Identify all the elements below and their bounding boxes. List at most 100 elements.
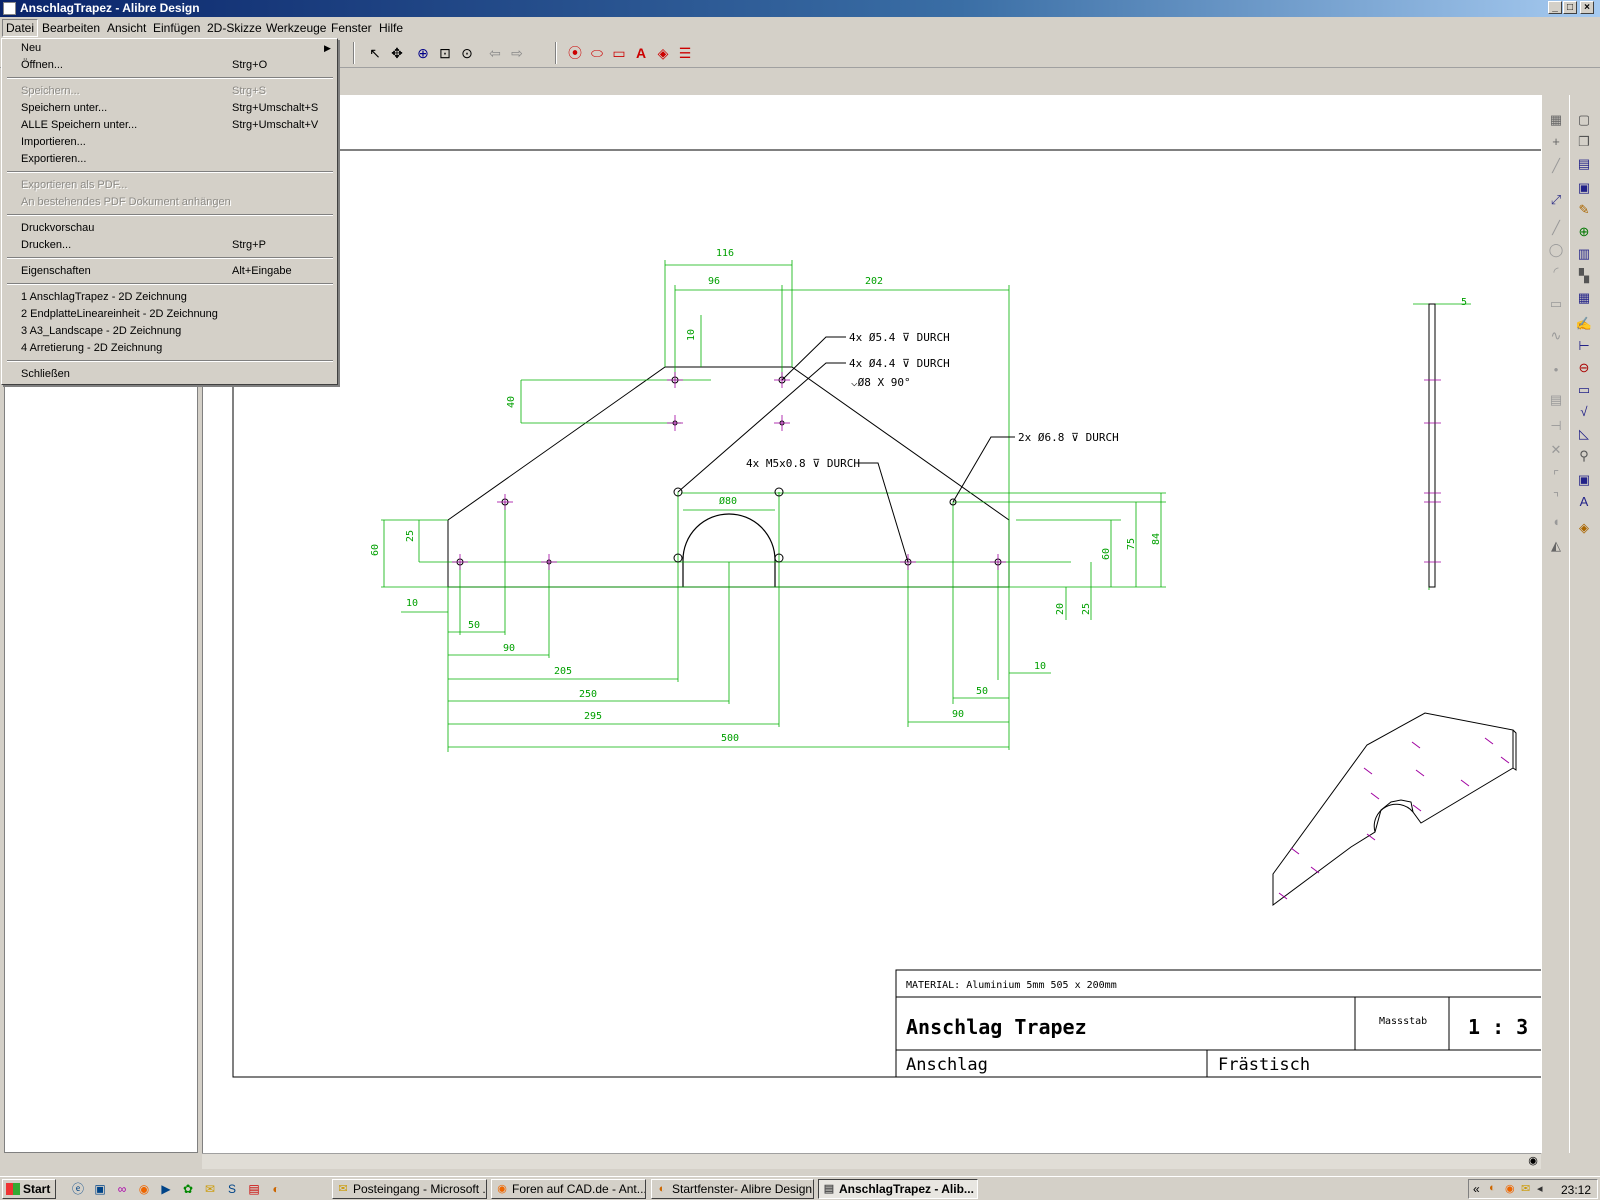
menu-bearbeiten[interactable]: Bearbeiten bbox=[42, 21, 101, 35]
circle-icon[interactable]: ◯ bbox=[1548, 242, 1564, 257]
text-icon[interactable]: A bbox=[635, 45, 647, 61]
rect-icon[interactable]: ▭ bbox=[1549, 296, 1563, 311]
task-startfenster[interactable]: ◐ Startfenster- Alibre Design bbox=[651, 1179, 814, 1199]
text-style-icon[interactable]: A bbox=[1579, 494, 1589, 509]
skype-icon[interactable]: S bbox=[227, 1182, 236, 1196]
pattern-icon[interactable]: ◭ bbox=[1551, 538, 1561, 553]
zoom-fit-icon[interactable]: ⊙ bbox=[461, 45, 473, 61]
arc-icon[interactable]: ◜ bbox=[1553, 264, 1559, 279]
text-tool-icon[interactable]: ▤ bbox=[1549, 392, 1563, 407]
tray-icon-2[interactable]: ◉ bbox=[1505, 1183, 1515, 1195]
cross-icon[interactable]: + bbox=[1552, 134, 1560, 149]
dim-295: 295 bbox=[584, 711, 602, 722]
menu-hilfe[interactable]: Hilfe bbox=[379, 21, 404, 35]
window-title: AnschlagTrapez - Alibre Design bbox=[20, 1, 200, 15]
menu-fenster[interactable]: Fenster bbox=[331, 21, 372, 35]
select-arrow-icon[interactable]: ↖ bbox=[369, 45, 381, 61]
grid-icon[interactable]: ▦ bbox=[1549, 112, 1563, 127]
menu-item-alle-speichern[interactable]: ALLE Speichern unter... bbox=[21, 119, 138, 131]
fillet-icon[interactable]: ⌜ bbox=[1552, 468, 1560, 483]
menu-item-speichern-unter[interactable]: Speichern unter... bbox=[21, 102, 108, 114]
horizontal-scrollbar[interactable]: ◉ bbox=[202, 1153, 1541, 1169]
weld-icon[interactable]: ◺ bbox=[1579, 426, 1589, 441]
app-quicklaunch-icon[interactable]: ∞ bbox=[117, 1182, 127, 1196]
new-view-icon[interactable]: ▢ bbox=[1577, 112, 1591, 127]
point-tool-icon[interactable]: • bbox=[1553, 362, 1559, 377]
volume-icon[interactable]: ◂ bbox=[1537, 1183, 1543, 1195]
break-view-icon[interactable]: ▚ bbox=[1579, 268, 1589, 283]
menu-datei[interactable]: Datei bbox=[2, 19, 39, 37]
menu-item-recent-2[interactable]: 2 EndplatteLineareinheit - 2D Zeichnung bbox=[21, 308, 218, 320]
delete-icon[interactable]: ✕ bbox=[1550, 442, 1562, 457]
rectangle-icon[interactable]: ▭ bbox=[612, 45, 626, 61]
task-posteingang[interactable]: ✉ Posteingang - Microsoft ... bbox=[332, 1179, 487, 1199]
surface-finish-icon[interactable]: √ bbox=[1580, 404, 1588, 419]
search-icon[interactable]: ⚲ bbox=[1579, 448, 1589, 463]
detail-view-icon[interactable]: ✎ bbox=[1578, 202, 1590, 217]
menu-werkzeuge[interactable]: Werkzeuge bbox=[266, 21, 327, 35]
spline-icon[interactable]: ∿ bbox=[1550, 328, 1562, 343]
tray-expand-icon[interactable]: « bbox=[1473, 1182, 1480, 1196]
note-icon[interactable]: ✍ bbox=[1575, 316, 1593, 331]
forward-arrow-icon[interactable]: ⇨ bbox=[511, 45, 523, 61]
center-mark-icon[interactable]: ⊖ bbox=[1578, 360, 1590, 375]
minimize-button[interactable]: _ bbox=[1548, 1, 1562, 14]
table-icon[interactable]: ▦ bbox=[1577, 290, 1591, 305]
line-icon[interactable]: ╱ bbox=[1552, 158, 1560, 173]
section-view-icon[interactable]: ⊕ bbox=[1578, 224, 1590, 239]
fill-icon[interactable]: ◈ bbox=[657, 45, 669, 61]
tray-icon-3[interactable]: ✉ bbox=[1521, 1183, 1531, 1195]
line-tool-icon[interactable]: ╱ bbox=[1552, 220, 1560, 235]
menu-item-recent-3[interactable]: 3 A3_Landscape - 2D Zeichnung bbox=[21, 325, 182, 337]
app-icon[interactable] bbox=[3, 2, 16, 15]
start-button[interactable]: Start bbox=[2, 1179, 56, 1199]
menu-ansicht[interactable]: Ansicht bbox=[107, 21, 147, 35]
menu-2d-skizze[interactable]: 2D-Skizze bbox=[207, 21, 262, 35]
menu-item-exportieren[interactable]: Exportieren... bbox=[21, 153, 87, 165]
ellipse-icon[interactable]: ⬭ bbox=[591, 45, 603, 61]
outlook-icon[interactable]: ✉ bbox=[204, 1182, 216, 1196]
scroll-right-icon[interactable]: ◉ bbox=[1528, 1155, 1538, 1167]
balloon-icon[interactable]: ▭ bbox=[1577, 382, 1591, 397]
task-foren-cad[interactable]: ◉ Foren auf CAD.de - Ant... bbox=[491, 1179, 646, 1199]
point-icon[interactable]: ⦿ bbox=[568, 45, 582, 61]
menu-item-importieren[interactable]: Importieren... bbox=[21, 136, 86, 148]
menu-item-neu[interactable]: Neu bbox=[21, 42, 42, 54]
menu-item-schliessen[interactable]: Schließen bbox=[21, 368, 70, 380]
back-arrow-icon[interactable]: ⇦ bbox=[489, 45, 501, 61]
drawing-canvas[interactable]: 116 96 202 10 40 60 25 10 50 90 205 250 … bbox=[202, 95, 1542, 1153]
zoom-window-icon[interactable]: ⊡ bbox=[439, 45, 451, 61]
menu-item-druckvorschau[interactable]: Druckvorschau bbox=[21, 222, 95, 234]
maximize-button[interactable]: □ bbox=[1563, 1, 1577, 14]
pan-icon[interactable]: ✥ bbox=[391, 45, 403, 61]
tray-icon-1[interactable]: ◐ bbox=[1489, 1182, 1496, 1194]
tolerance-icon[interactable]: ▣ bbox=[1577, 472, 1591, 487]
task-anschlagtrapez[interactable]: ▤ AnschlagTrapez - Alib... bbox=[818, 1179, 978, 1199]
menu-item-recent-1[interactable]: 1 AnschlagTrapez - 2D Zeichnung bbox=[21, 291, 187, 303]
firefox-icon[interactable]: ◉ bbox=[138, 1182, 150, 1196]
layers-icon[interactable]: ◈ bbox=[1579, 520, 1589, 535]
line-style-icon[interactable]: ☰ bbox=[678, 45, 692, 61]
views-icon[interactable]: ❐ bbox=[1578, 134, 1590, 149]
dimension-icon[interactable]: ⤢ bbox=[1550, 192, 1562, 207]
media-icon[interactable]: ▶ bbox=[161, 1182, 171, 1196]
trim-icon[interactable]: ⊣ bbox=[1550, 418, 1562, 433]
datum-icon[interactable]: ⊢ bbox=[1578, 338, 1590, 353]
desktop-icon[interactable]: ▣ bbox=[94, 1182, 106, 1196]
menu-item-eigenschaften[interactable]: Eigenschaften bbox=[21, 265, 91, 277]
acrobat-icon[interactable]: ▤ bbox=[248, 1182, 260, 1196]
hatch-icon[interactable]: ▥ bbox=[1577, 246, 1591, 261]
mirror-icon[interactable]: ◖ bbox=[1552, 514, 1560, 529]
menu-einfuegen[interactable]: Einfügen bbox=[153, 21, 201, 35]
picasa-icon[interactable]: ✿ bbox=[182, 1182, 194, 1196]
close-button[interactable]: × bbox=[1580, 1, 1594, 14]
sheet-icon[interactable]: ▤ bbox=[1577, 156, 1591, 171]
chamfer-icon[interactable]: ⌝ bbox=[1552, 490, 1560, 505]
menu-item-recent-4[interactable]: 4 Arretierung - 2D Zeichnung bbox=[21, 342, 163, 354]
zoom-in-icon[interactable]: ⊕ bbox=[417, 45, 429, 61]
projected-view-icon[interactable]: ▣ bbox=[1577, 180, 1591, 195]
menu-item-oeffnen[interactable]: Öffnen... bbox=[21, 59, 63, 71]
alibre-icon[interactable]: ◐ bbox=[272, 1182, 280, 1196]
menu-item-drucken[interactable]: Drucken... bbox=[21, 239, 72, 251]
ie-icon[interactable]: ⓔ bbox=[71, 1182, 84, 1196]
